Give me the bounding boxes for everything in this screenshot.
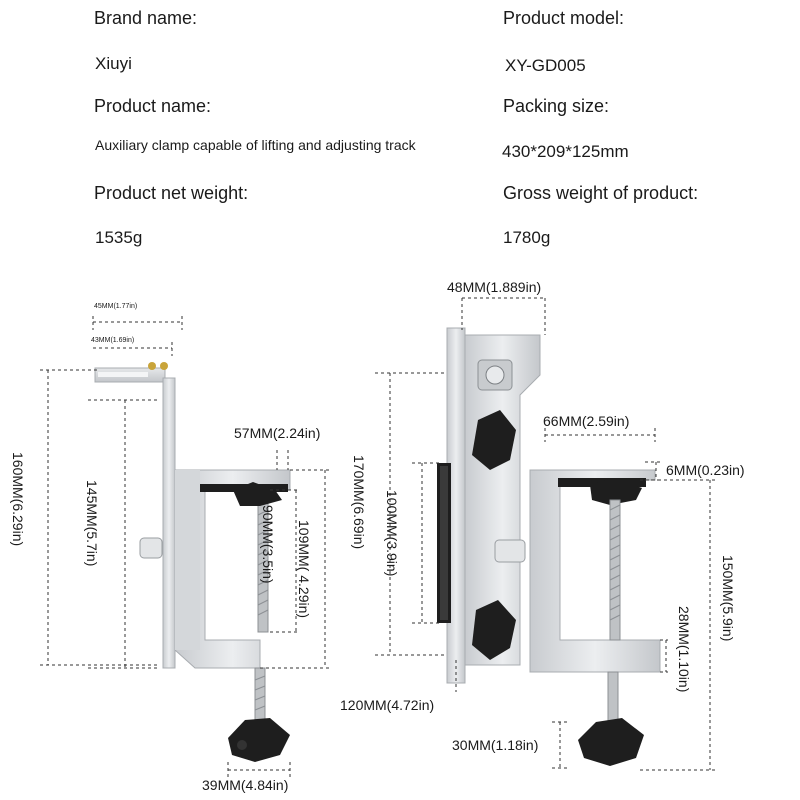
dim-6mm-label: 6MM(0.23in) xyxy=(666,462,745,478)
right-clamp xyxy=(437,327,661,766)
dim-90mm-label: 90MM(3.5in) xyxy=(260,505,276,584)
net-weight-value: 1535g xyxy=(95,228,143,247)
dim-30mm-label: 30MM(1.18in) xyxy=(452,737,539,753)
left-clamp xyxy=(94,362,291,762)
dim-45mm-label: 45MM(1.77in) xyxy=(94,303,138,310)
gross-weight-label: Gross weight of product: xyxy=(503,183,699,203)
product-name-label: Product name: xyxy=(94,96,212,116)
dim-66mm-label: 66MM(2.59in) xyxy=(543,413,630,429)
product-name-value: Auxiliary clamp capable of lifting and a… xyxy=(95,137,416,153)
clamp-dimension-diagram xyxy=(40,297,715,778)
dim-28mm-label: 28MM(1.10in) xyxy=(676,606,692,693)
right-dimension-lines xyxy=(375,297,715,771)
product-model-value: XY-GD005 xyxy=(505,56,586,75)
dim-145mm-label: 145MM(5.7in) xyxy=(84,480,100,567)
net-weight-label: Product net weight: xyxy=(94,183,249,203)
left-dimension-lines xyxy=(40,316,330,778)
dim-39mm-label: 39MM(4.84in) xyxy=(202,777,289,793)
packing-size-label: Packing size: xyxy=(503,96,610,116)
packing-size-value: 430*209*125mm xyxy=(502,142,629,161)
dim-100mm-label: 100MM(3.9in) xyxy=(384,490,400,577)
dim-160mm-label: 160MM(6.29in) xyxy=(10,452,26,547)
product-model-label: Product model: xyxy=(503,8,625,28)
dim-120mm-label: 120MM(4.72in) xyxy=(340,697,435,713)
brand-name-value: Xiuyi xyxy=(95,54,132,73)
dim-48mm-label: 48MM(1.889in) xyxy=(447,279,542,295)
dim-57mm-label: 57MM(2.24in) xyxy=(234,425,321,441)
gross-weight-value: 1780g xyxy=(503,228,551,247)
dim-43mm-label: 43MM(1.69in) xyxy=(91,337,135,344)
dim-109mm-label: 109MM( 4.29in) xyxy=(296,520,312,619)
brand-name-label: Brand name: xyxy=(94,8,198,28)
dim-150mm-label: 150MM(5.9in) xyxy=(720,555,736,642)
dim-170mm-label: 170MM(6.69in) xyxy=(351,455,367,550)
